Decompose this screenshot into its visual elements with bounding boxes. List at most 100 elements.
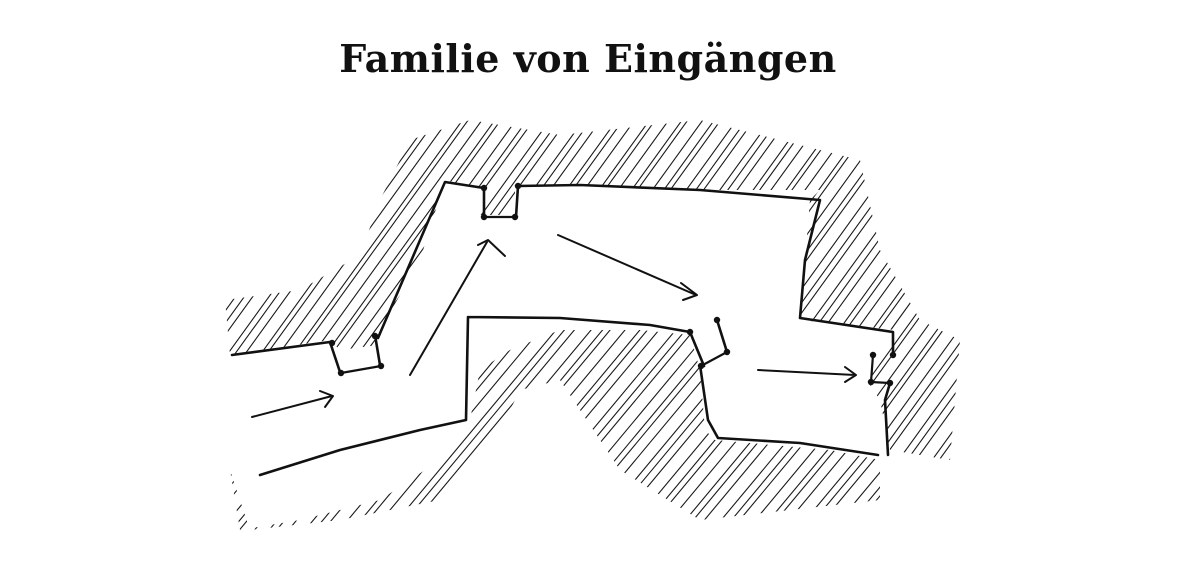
hatch-stroke	[770, 120, 960, 460]
door-jambs	[339, 215, 892, 385]
hatch-stroke	[890, 120, 960, 460]
arrow-entrance-1-to-entrance-2	[409, 239, 506, 376]
door-post	[514, 182, 522, 190]
hatch-stroke	[867, 120, 960, 460]
hatch-stroke	[337, 120, 599, 460]
door-posts	[328, 182, 897, 387]
hatch-stroke	[0, 110, 134, 470]
hatch-stroke	[892, 300, 1092, 540]
hatch-stroke	[247, 120, 509, 460]
hatch-stroke	[471, 330, 673, 530]
hatch-stroke	[230, 330, 303, 530]
hatch-stroke	[899, 120, 960, 460]
hatch-stroke	[0, 110, 201, 470]
door-post	[328, 339, 336, 347]
hatch-stroke	[631, 330, 833, 530]
hatch-stroke	[835, 330, 880, 530]
arrow-entrance-2-to-entrance-3	[557, 234, 698, 301]
movement-arrows	[251, 234, 857, 418]
hatch-stroke	[434, 120, 696, 460]
hatch-stroke	[908, 120, 960, 460]
hatch-stroke	[841, 120, 960, 460]
hatch-stroke	[703, 330, 880, 530]
hatch-stroke	[483, 330, 685, 530]
hatch-stroke	[27, 300, 227, 540]
hatch-stroke	[230, 330, 312, 530]
hatch-stroke	[534, 120, 796, 460]
hatch-stroke	[842, 330, 880, 530]
hatch-stroke	[0, 110, 69, 470]
hatch-stroke	[381, 120, 643, 460]
hatch-stroke	[996, 110, 1200, 470]
hatch-stroke	[500, 120, 762, 460]
hatch-stroke	[347, 120, 609, 460]
hatch-stroke	[225, 120, 422, 460]
hatch-stroke	[500, 330, 702, 530]
hatch-stroke	[789, 120, 960, 460]
hatch-stroke	[0, 110, 63, 470]
hatch-stroke	[260, 330, 462, 530]
hatch-stroke	[857, 120, 960, 460]
hatch-stroke	[230, 330, 424, 530]
hatch-stroke	[823, 330, 880, 530]
hatch-stroke	[267, 330, 469, 530]
hatch-stroke	[0, 110, 217, 470]
hatch-stroke	[305, 330, 507, 530]
hatch-stroke	[225, 120, 289, 460]
hatch-stroke	[230, 330, 362, 530]
inner-wall	[258, 315, 692, 477]
hatch-stroke	[398, 330, 600, 530]
hatch-stroke	[225, 120, 371, 460]
hatch-stroke	[738, 330, 880, 530]
hatch-stroke	[0, 110, 183, 470]
arrow-entrance-3-to-entrance-4	[757, 366, 857, 383]
hatch-stroke	[230, 330, 244, 530]
hatch-stroke	[593, 330, 795, 530]
hatch-stroke	[225, 120, 304, 460]
hatch-stroke	[380, 330, 582, 530]
hatch-stroke	[518, 330, 720, 530]
hatch-stroke	[931, 120, 960, 460]
lower-room-wall	[688, 318, 880, 457]
hatch-stroke	[369, 120, 631, 460]
hatch-stroke	[363, 120, 625, 460]
hatch-stroke	[230, 330, 397, 530]
hatch-stroke	[225, 120, 444, 460]
hatch-stroke	[230, 330, 378, 530]
hatch-stroke	[225, 120, 316, 460]
hatch-stroke	[872, 330, 880, 530]
hatch-stroke	[402, 120, 664, 460]
hatch-stroke	[550, 120, 812, 460]
hatch-stroke	[388, 330, 590, 530]
hatch-stroke	[874, 120, 960, 460]
hatch-stroke	[225, 120, 235, 460]
hatch-stroke	[225, 120, 355, 460]
hatch-stroke	[0, 110, 192, 470]
hatch-stroke	[230, 330, 258, 530]
hatch-stroke	[0, 110, 101, 470]
hatch-stroke	[350, 330, 553, 530]
hatch-stroke	[0, 110, 224, 470]
hatch-stroke	[517, 120, 779, 460]
hatch-stroke	[964, 110, 1200, 470]
hatch-stroke	[230, 330, 328, 530]
hatch-stroke	[568, 330, 770, 530]
hatch-stroke	[0, 300, 73, 540]
hatch-stroke	[415, 330, 617, 530]
hatch-stroke	[654, 120, 916, 460]
hatch-stroke	[225, 120, 251, 460]
hatch-stroke	[653, 330, 855, 530]
hatch-stroke	[991, 110, 1200, 470]
hatch-stroke	[330, 330, 532, 530]
hatch-stroke	[449, 330, 651, 530]
hatching-upper-mass	[0, 110, 1200, 470]
hatch-stroke	[737, 120, 960, 460]
hatch-stroke	[568, 120, 830, 460]
hatch-stroke	[230, 330, 277, 530]
hatch-stroke	[0, 110, 167, 470]
hatch-stroke	[602, 120, 864, 460]
hatch-stroke	[721, 120, 960, 460]
hatch-stroke	[228, 120, 490, 460]
hatch-stroke	[230, 330, 294, 530]
